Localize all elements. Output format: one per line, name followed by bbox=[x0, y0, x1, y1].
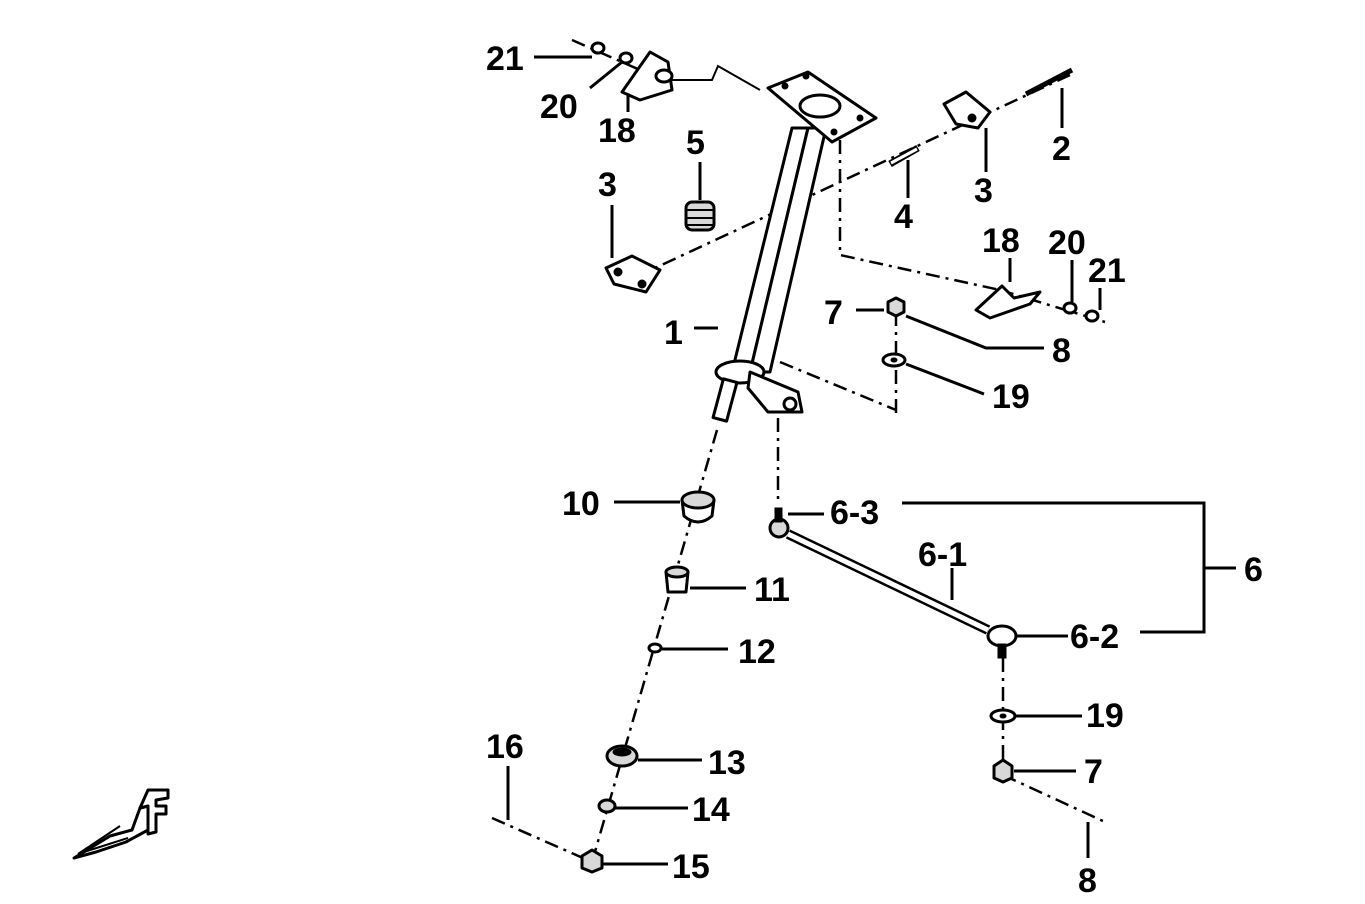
callout-6: 6 bbox=[1244, 551, 1263, 589]
nut-7-lower bbox=[992, 758, 1014, 784]
nut-7-top bbox=[886, 296, 906, 318]
callout-16: 16 bbox=[486, 728, 524, 766]
callout-8-top: 8 bbox=[1052, 332, 1071, 370]
callout-11: 11 bbox=[754, 571, 790, 609]
callout-13: 13 bbox=[708, 744, 746, 782]
washers-top bbox=[590, 41, 634, 65]
callout-20-right: 20 bbox=[1048, 224, 1086, 262]
washer-19-top bbox=[881, 352, 907, 368]
buffer-5 bbox=[684, 200, 716, 232]
bolt-2 bbox=[1024, 67, 1074, 97]
washer-12 bbox=[647, 642, 663, 654]
washers-right bbox=[1062, 301, 1100, 323]
callout-2: 2 bbox=[1052, 130, 1071, 168]
bracket-18-top bbox=[620, 50, 761, 102]
callout-3-right: 3 bbox=[974, 172, 993, 210]
callout-5: 5 bbox=[686, 124, 705, 162]
clamp-3-right bbox=[942, 90, 992, 130]
callout-12: 12 bbox=[738, 633, 776, 671]
leader-lines bbox=[506, 55, 1236, 866]
callout-21-right: 21 bbox=[1088, 252, 1126, 290]
callout-19-lower: 19 bbox=[1086, 697, 1124, 735]
washer-13 bbox=[605, 744, 639, 768]
washer-14 bbox=[597, 798, 617, 814]
callout-10: 10 bbox=[562, 485, 600, 523]
collar-11 bbox=[664, 565, 690, 594]
callout-6-1: 6-1 bbox=[918, 536, 967, 574]
callout-1: 1 bbox=[664, 314, 683, 352]
callout-18-right: 18 bbox=[982, 222, 1020, 260]
bracket-18-right bbox=[974, 284, 1042, 320]
callout-18-top: 18 bbox=[598, 112, 636, 150]
callout-6-3: 6-3 bbox=[830, 494, 879, 532]
callout-15: 15 bbox=[672, 848, 710, 886]
clamp-3-left bbox=[604, 254, 662, 294]
callout-21-top: 21 bbox=[486, 40, 524, 78]
callout-14: 14 bbox=[692, 791, 730, 829]
callout-19-top: 19 bbox=[992, 378, 1030, 416]
callout-3-left: 3 bbox=[598, 166, 617, 204]
callout-8-lower: 8 bbox=[1078, 862, 1097, 900]
callout-labels: 21 20 18 5 3 2 3 4 18 20 21 7 8 1 19 10 … bbox=[486, 40, 1263, 900]
callout-20-top: 20 bbox=[540, 88, 578, 126]
callout-6-2: 6-2 bbox=[1070, 618, 1119, 656]
callout-7-lower: 7 bbox=[1084, 753, 1103, 791]
steering-column bbox=[711, 70, 878, 423]
washer-19-lower bbox=[989, 708, 1017, 724]
callout-4: 4 bbox=[894, 198, 913, 236]
tie-rod-6 bbox=[768, 507, 1018, 659]
nut-15 bbox=[580, 848, 604, 874]
pin-4 bbox=[888, 144, 920, 168]
bushing-10 bbox=[680, 490, 716, 524]
callout-7-top: 7 bbox=[824, 294, 843, 332]
front-arrow-icon bbox=[72, 788, 170, 860]
